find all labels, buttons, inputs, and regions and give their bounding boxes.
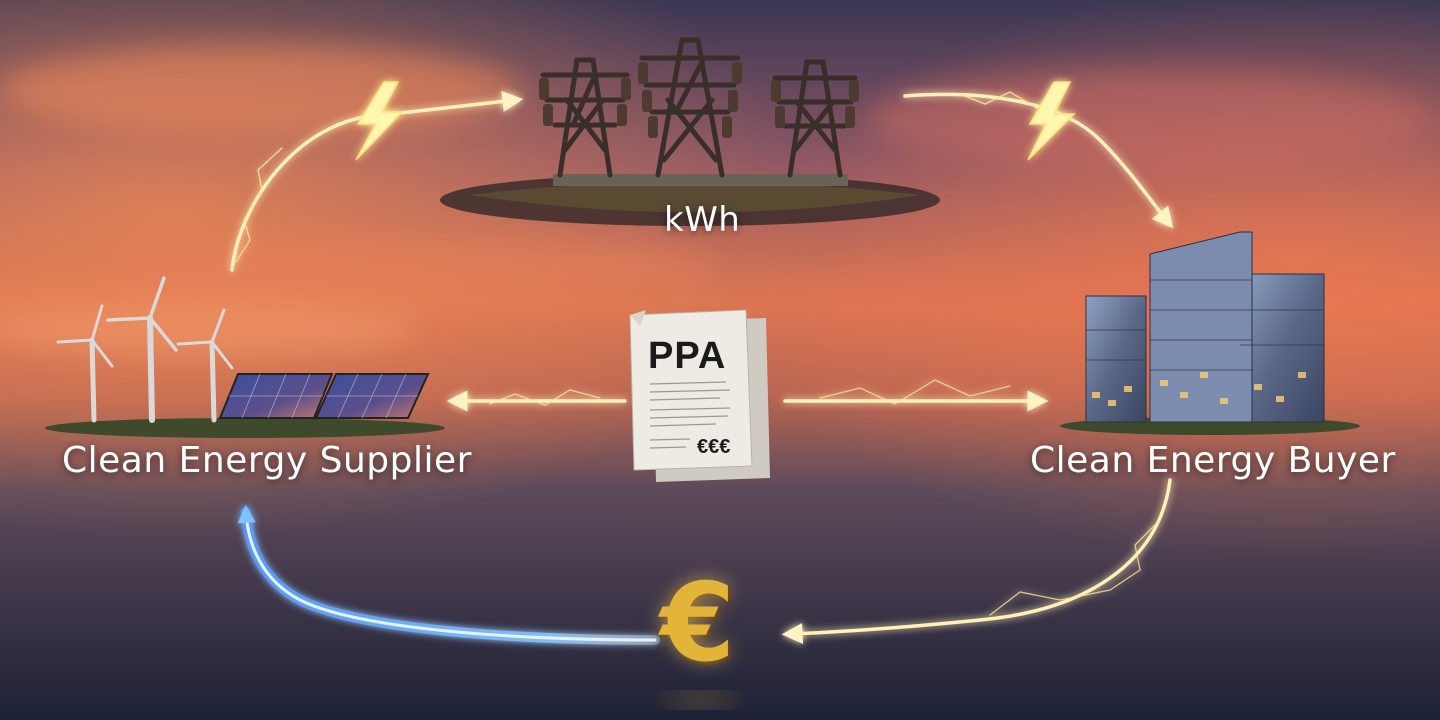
flow-grid-to-buyer [903, 92, 1174, 229]
ppa-document-icon [629, 309, 770, 482]
euro-reflection [664, 692, 736, 708]
payment-flow-arrow [237, 504, 660, 645]
euro-payment-icon: € [660, 561, 736, 686]
solar-panel-icon [218, 373, 430, 419]
buyer-label: Clean Energy Buyer [1030, 440, 1396, 481]
grid-label: kWh [664, 200, 741, 240]
ppa-title: PPA [648, 335, 727, 377]
supplier-island [45, 418, 445, 438]
office-building-icon [1060, 231, 1360, 435]
clouds [0, 45, 1430, 355]
flow-buyer-to-payment [781, 478, 1172, 644]
transmission-tower-icon [539, 37, 859, 178]
lightning-bolt-icon [355, 81, 1076, 161]
ppa-price-mark: €€€ [697, 436, 731, 458]
wind-turbine-icon [56, 276, 234, 423]
supplier-label: Clean Energy Supplier [62, 440, 472, 481]
grid-island [440, 174, 940, 226]
